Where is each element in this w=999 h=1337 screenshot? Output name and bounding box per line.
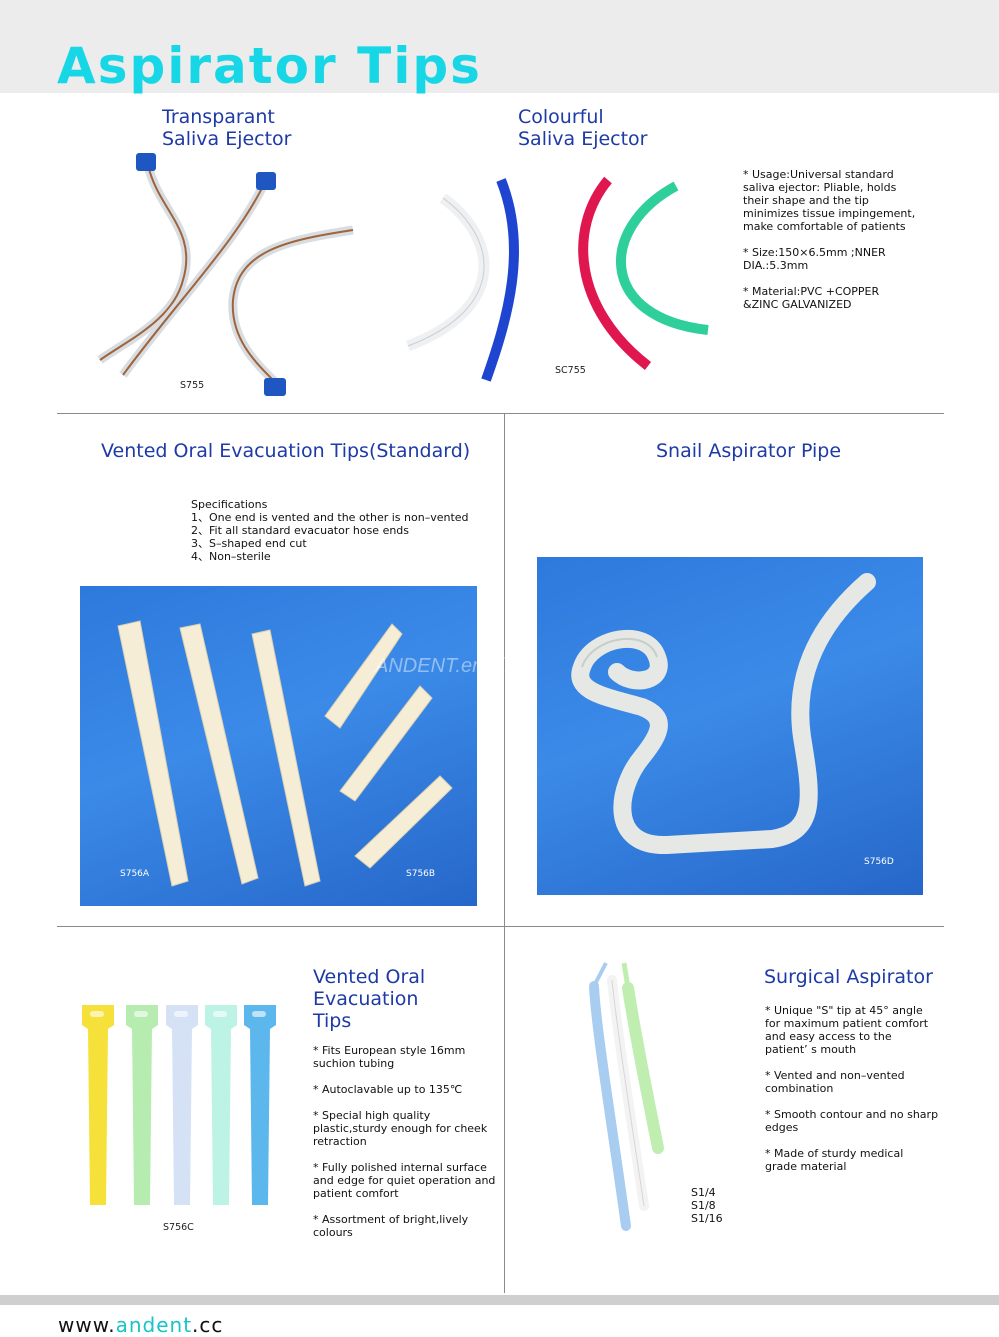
surgical-heading: Surgical Aspirator xyxy=(764,966,933,988)
row-divider-top xyxy=(57,413,944,414)
vented-european-heading-line3: Tips xyxy=(313,1010,352,1032)
snail-watermark: ANDENT.en.hina xyxy=(375,655,527,677)
spec-item: 2、Fit all standard evacuator hose ends xyxy=(191,524,410,537)
vented-standard-specs: Specifications 1、One end is vented and t… xyxy=(191,498,469,563)
colourful-heading-line2: Saliva Ejector xyxy=(518,128,648,150)
surgical-aspirator-image xyxy=(589,962,664,1231)
column-divider xyxy=(504,413,505,1293)
surgical-bullet: * Unique "S" tip at 45° angle for maximu… xyxy=(765,1004,929,1056)
model-label-s756b: S756B xyxy=(406,869,436,879)
vented-european-bullet: * Fully polished internal surface and ed… xyxy=(313,1161,496,1200)
transparent-model-label: S755 xyxy=(180,380,205,391)
colourful-bullet: * Material:PVC +COPPER &ZINC GALVANIZED xyxy=(743,285,880,311)
transparent-ejector-heading: Transparant Saliva Ejector xyxy=(162,106,292,150)
vented-european-bullet-list: * Fits European style 16mm suchion tubin… xyxy=(313,1044,503,1252)
snail-model-label: S756D xyxy=(864,857,894,867)
surgical-bullet: * Smooth contour and no sharp edges xyxy=(765,1108,939,1134)
vented-european-bullet: * Special high quality plastic,sturdy en… xyxy=(313,1109,488,1148)
header-band xyxy=(0,0,999,93)
vented-european-bullet: * Fits European style 16mm suchion tubin… xyxy=(313,1044,466,1070)
spec-item: 1、One end is vented and the other is non… xyxy=(191,511,469,524)
snail-photo: ANDENT.en.hina S756D xyxy=(375,557,923,895)
footer-url-brand: andent xyxy=(115,1313,193,1337)
vented-standard-heading: Vented Oral Evacuation Tips(Standard) xyxy=(101,440,471,462)
transparent-heading-line1: Transparant xyxy=(162,106,275,128)
vented-european-model-label: S756C xyxy=(163,1222,194,1233)
specs-title: Specifications xyxy=(191,498,268,511)
footer-url-suffix: .cc xyxy=(192,1313,224,1337)
colourful-bullet: * Usage:Universal standard saliva ejecto… xyxy=(743,168,916,233)
colourful-ejector-heading: Colourful Saliva Ejector xyxy=(518,106,648,150)
page-title: Aspirator Tips xyxy=(57,37,482,95)
surgical-model-label: S1/4 xyxy=(691,1186,716,1199)
footer-band xyxy=(0,1295,999,1305)
colourful-ejector-image xyxy=(406,176,709,382)
vented-european-tips-image xyxy=(82,1005,276,1205)
colourful-model-label: SC755 xyxy=(555,365,586,376)
surgical-model-label: S1/8 xyxy=(691,1199,716,1212)
footer-url-prefix: www. xyxy=(58,1313,116,1337)
spec-item: 4、Non–sterile xyxy=(191,550,271,563)
colourful-heading-line1: Colourful xyxy=(518,106,604,128)
vented-european-bullet: * Assortment of bright,lively colours xyxy=(313,1213,469,1239)
surgical-bullet: * Made of sturdy medical grade material xyxy=(765,1147,904,1173)
transparent-heading-line2: Saliva Ejector xyxy=(162,128,292,150)
vented-european-heading: Vented Oral Evacuation Tips xyxy=(313,966,425,1032)
transparent-ejector-image xyxy=(97,153,354,396)
vented-european-heading-line1: Vented Oral xyxy=(313,966,426,988)
model-label-s756a: S756A xyxy=(120,869,150,879)
surgical-bullet: * Vented and non–vented combination xyxy=(765,1069,905,1095)
vented-standard-photo: S756A S756B xyxy=(80,586,477,906)
row-divider-middle xyxy=(57,926,944,927)
vented-european-heading-line2: Evacuation xyxy=(313,988,419,1010)
vented-standard-tips-image xyxy=(117,620,453,887)
surgical-model-label: S1/16 xyxy=(691,1212,723,1225)
colourful-bullet: * Size:150×6.5mm ;NNER DIA.:5.3mm xyxy=(743,246,886,272)
spec-item: 3、S–shaped end cut xyxy=(191,537,307,550)
footer-website-link[interactable]: www.andent.cc xyxy=(58,1313,223,1337)
surgical-bullet-list: * Unique "S" tip at 45° angle for maximu… xyxy=(765,1004,950,1186)
snail-pipe-image xyxy=(571,573,876,855)
colourful-bullet-list: * Usage:Universal standard saliva ejecto… xyxy=(743,168,983,324)
vented-european-bullet: * Autoclavable up to 135℃ xyxy=(313,1083,463,1096)
surgical-model-list: S1/4 S1/8 S1/16 xyxy=(691,1186,723,1225)
snail-heading: Snail Aspirator Pipe xyxy=(656,440,842,462)
